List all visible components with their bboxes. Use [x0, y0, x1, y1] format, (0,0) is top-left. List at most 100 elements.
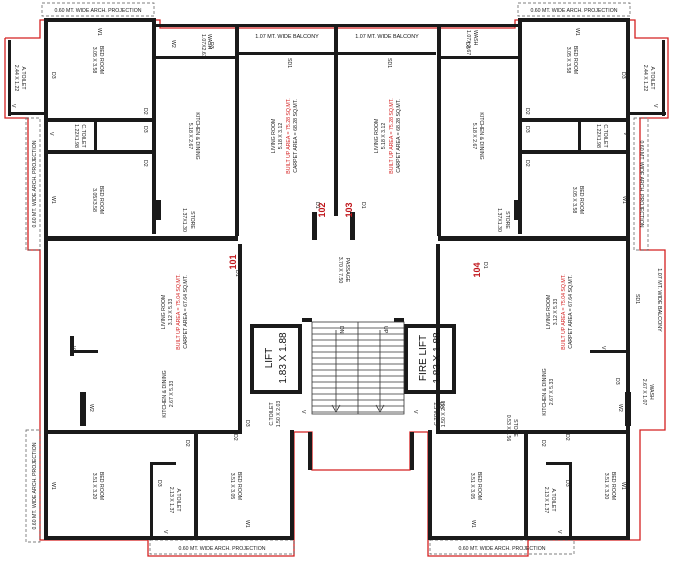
projection-lines [25, 2, 649, 555]
tag-v: V [622, 132, 628, 136]
tag-w2: W2 [88, 404, 94, 412]
room-name: LIVING ROOM [374, 119, 380, 154]
room-name: KITCHEN & DINING [478, 112, 484, 159]
tag-d2: D2 [184, 440, 190, 447]
flat-number-101: 101 [228, 254, 238, 269]
room-name: WASH [472, 30, 478, 46]
tag-d3: D3 [438, 402, 444, 409]
carpet-area: CARPET AREA = 67.64 SQ.MT. [183, 275, 189, 349]
room-name: BED ROOM [610, 472, 616, 500]
room-name: KITCHEN & DINING [542, 368, 548, 415]
room-name: A.TOILET [175, 489, 181, 513]
tag-d3: D3 [142, 126, 148, 133]
tag-v: V [48, 132, 54, 136]
room-size: 1.22X1.98 [73, 124, 79, 148]
room-size: 3.12 X 5.33 [553, 299, 559, 326]
room-size: 3.51 X 3.20 [603, 473, 609, 500]
room-size: 2.13 X 1.37 [543, 487, 549, 514]
tag-d3: D3 [620, 72, 626, 79]
room-size: 0.53 X 1.56 [505, 415, 511, 442]
room-size: 3.05 X 3.58 [565, 47, 571, 74]
opening-tags: W1 W1 W1 W1 W1 W1 W1 W1 W2 W2 W2 D1 D1 D… [10, 28, 658, 534]
room-size: 2.44 X 1.22 [13, 65, 19, 92]
room-size: 1.37X1.30 [496, 208, 502, 232]
projection-label-bottom-right: 0.60 MT. WIDE ARCH. PROJECTION [458, 546, 545, 552]
fire-lift-label: FIRE LIFT [418, 335, 429, 381]
carpet-area: CARPET AREA = 68.28 SQ.MT. [293, 99, 299, 173]
room-name: A.TOILET [649, 67, 655, 91]
stair-treads [312, 327, 404, 413]
projection-label-bottom-left: 0.60 MT. WIDE ARCH. PROJECTION [178, 546, 265, 552]
tag-d3: D3 [564, 480, 570, 487]
tag-w1: W1 [96, 28, 102, 36]
tag-w1: W1 [244, 520, 250, 528]
tag-d3: D3 [156, 480, 162, 487]
room-size: 5.18 X 2.67 [187, 123, 193, 150]
room-name: KITCHEN & DINING [194, 112, 200, 159]
room-name: C.TOILET [434, 402, 440, 426]
projection-label-right-upper: 0.60 MT. WIDE ARCH. PROJECTION [638, 140, 644, 227]
balcony-label-right: 1.07 MT. WIDE BALCONY [656, 268, 662, 332]
projection-label-left-upper: 0.60 MT. WIDE ARCH. PROJECTION [32, 140, 38, 227]
tag-w2: W2 [170, 40, 176, 48]
room-size: 3.51 X 3.20 [91, 473, 97, 500]
built-up-area: BUILT UP AREA = 75.04 SQ.MT. [176, 274, 182, 349]
tag-d3: D3 [614, 378, 620, 385]
room-name: BED ROOM [98, 472, 104, 500]
room-size: 2.67 X 5.33 [549, 379, 555, 406]
projection-label-top-right: 0.60 MT. WIDE ARCH. PROJECTION [530, 8, 617, 14]
room-size: 2.67 X 5.33 [169, 381, 175, 408]
room-name: BED ROOM [578, 186, 584, 214]
room-size: 2.13 X 1.37 [168, 487, 174, 514]
room-size: 2.44 X 1.22 [642, 65, 648, 92]
tag-d3: D3 [464, 42, 470, 49]
tag-d2: D2 [540, 440, 546, 447]
room-name: WASH [648, 384, 654, 400]
room-name: STORE [504, 211, 510, 229]
tag-w1: W1 [50, 196, 56, 204]
lift-size: 1.83 X 1.88 [278, 332, 289, 384]
tag-w1: W1 [621, 196, 627, 204]
tag-sd1: SD1 [386, 58, 392, 68]
tag-v: V [10, 104, 16, 108]
room-size: 5.18 X 3.12 [278, 123, 284, 150]
balcony-label-top-left: 1.07 MT. WIDE BALCONY [255, 34, 319, 40]
stair-flight [311, 321, 405, 415]
room-name: KITCHEN & DINING [162, 370, 168, 417]
room-size: 1.07X2.67 [200, 34, 206, 58]
lift-label: LIFT [264, 348, 275, 369]
room-size: 1.22X1.98 [595, 124, 601, 148]
tag-sd1: SD1 [286, 58, 292, 68]
tag-v: V [412, 410, 418, 414]
room-name: PASSAGE [344, 258, 350, 283]
tag-d2: D2 [232, 434, 238, 441]
tag-d3: D3 [208, 42, 214, 49]
room-name: A.TOILET [20, 67, 26, 91]
tag-d3: D3 [50, 72, 56, 79]
tag-d3: D3 [244, 420, 250, 427]
room-name: BED ROOM [476, 472, 482, 500]
room-size: 3.12 X 5.33 [168, 299, 174, 326]
room-size: 1.50 X 2.03 [441, 401, 447, 428]
tag-d2: D2 [564, 434, 570, 441]
tag-v: V [652, 104, 658, 108]
room-size: 3.51 X 3.05 [469, 473, 475, 500]
tag-d2: D2 [524, 160, 530, 167]
room-name: BED ROOM [236, 472, 242, 500]
flat-number-102: 102 [317, 202, 327, 217]
tag-w1: W1 [574, 28, 580, 36]
tag-v: V [600, 346, 606, 350]
room-size: 3.05 X 3.58 [571, 187, 577, 214]
built-up-area: BUILT UP AREA = 75.28 SQ.MT. [286, 98, 292, 173]
tag-v: V [162, 530, 168, 534]
tag-d1: D1 [314, 202, 320, 209]
room-name: C.TOILET [80, 124, 86, 148]
room-name: LIVING ROOM [271, 119, 277, 154]
fire-lift-size: 1.83 X 1.88 [432, 332, 443, 384]
room-size: 5.18 X 2.67 [471, 123, 477, 150]
walls [8, 18, 666, 540]
room-name: C.TOILET [269, 402, 275, 426]
built-up-area: BUILT UP AREA = 75.28 SQ.MT. [389, 98, 395, 173]
flat-number-103: 103 [344, 202, 354, 217]
